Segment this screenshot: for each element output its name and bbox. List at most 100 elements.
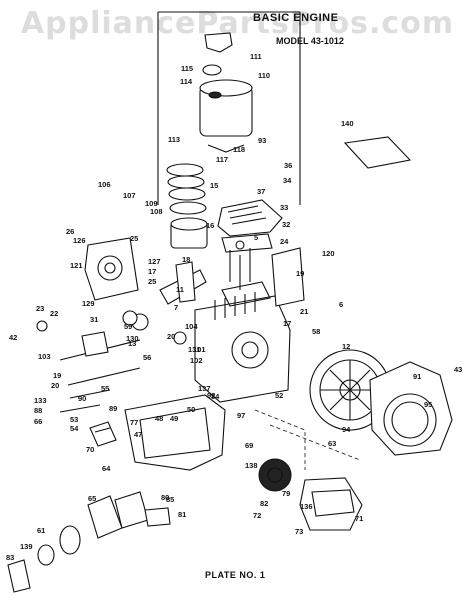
callout-20: 20	[51, 381, 59, 390]
callout-110: 110	[258, 71, 270, 80]
callout-31: 31	[90, 315, 98, 324]
callout-63: 63	[328, 439, 336, 448]
callout-70: 70	[86, 445, 94, 454]
valve-train	[229, 240, 251, 290]
callout-13: 13	[128, 339, 136, 348]
callout-36: 36	[284, 161, 292, 170]
callout-111: 111	[250, 52, 262, 61]
callout-108: 108	[150, 207, 163, 216]
callout-6: 6	[339, 300, 343, 309]
callout-133: 133	[34, 396, 47, 405]
callout-56: 56	[143, 353, 151, 362]
breather-bracket	[271, 247, 305, 307]
callout-107: 107	[123, 191, 136, 200]
callout-21: 21	[300, 307, 308, 316]
callout-58: 58	[312, 327, 320, 336]
callout-66: 66	[34, 417, 42, 426]
callout-91: 91	[413, 372, 421, 381]
callout-65: 65	[88, 494, 96, 503]
callout-52: 52	[275, 391, 283, 400]
callout-137: 137	[198, 384, 211, 393]
callout-115: 115	[181, 64, 193, 73]
callout-103: 103	[38, 352, 51, 361]
callout-47: 47	[134, 430, 142, 439]
callout-127: 127	[148, 257, 161, 266]
callout-24: 24	[280, 237, 289, 246]
callout-5: 5	[254, 233, 258, 242]
callout-18: 18	[182, 255, 190, 264]
plate-label: PLATE NO. 1	[205, 570, 266, 580]
starter-cup	[258, 458, 292, 492]
callout-22: 22	[50, 309, 58, 318]
callout-120: 120	[322, 249, 335, 258]
callout-121: 121	[70, 261, 83, 270]
model-number: MODEL 43-1012	[276, 36, 344, 46]
callout-15: 15	[210, 181, 218, 190]
callout-93: 93	[258, 136, 266, 145]
callout-7: 7	[174, 303, 178, 312]
callout-79: 79	[282, 489, 290, 498]
callout-25: 25	[130, 234, 138, 243]
callout-102: 102	[190, 356, 203, 365]
callout-140: 140	[341, 119, 354, 128]
callout-48: 48	[155, 414, 163, 423]
callout-16: 16	[206, 221, 214, 230]
callout-61: 61	[37, 526, 45, 535]
callout-81: 81	[178, 510, 186, 519]
callout-88: 88	[34, 406, 42, 415]
callout-64: 64	[102, 464, 111, 473]
callout-17: 17	[283, 319, 291, 328]
callout-42: 42	[9, 333, 17, 342]
callout-54: 54	[70, 424, 79, 433]
crankcase-cover	[84, 237, 139, 301]
callout-126: 126	[73, 236, 86, 245]
callout-50: 50	[187, 405, 195, 414]
callout-59: 59	[124, 322, 132, 331]
engine-block	[194, 281, 291, 403]
air-cleaner-assembly	[199, 32, 253, 153]
callout-11: 11	[176, 285, 184, 294]
callout-17: 17	[148, 267, 156, 276]
blower-housing	[369, 361, 453, 456]
ignition-module	[89, 421, 117, 447]
base-gasket	[124, 394, 226, 471]
crankshaft	[159, 261, 207, 305]
callout-89: 89	[109, 404, 117, 413]
callout-80: 80	[161, 493, 169, 502]
callout-49: 49	[170, 414, 178, 423]
callout-90: 90	[78, 394, 86, 403]
callout-37: 37	[257, 187, 265, 196]
callout-82: 82	[260, 499, 268, 508]
reference-dash-lines	[254, 409, 361, 470]
callout-23: 23	[36, 304, 44, 313]
gasket-card	[343, 136, 412, 169]
muffler-assembly	[7, 491, 171, 593]
callout-109: 109	[145, 199, 158, 208]
callout-117: 117	[216, 155, 228, 164]
callout-104: 104	[185, 322, 198, 331]
callout-101: 101	[193, 345, 206, 354]
callout-83: 83	[6, 553, 14, 562]
callout-106: 106	[98, 180, 111, 189]
callout-131: 131	[188, 345, 201, 354]
callout-25: 25	[148, 277, 156, 286]
pulley-hub	[36, 310, 138, 357]
callout-55: 55	[101, 384, 109, 393]
callout-26: 26	[66, 227, 74, 236]
diagram-title: BASIC ENGINE	[253, 12, 339, 24]
callout-86: 86	[0, 0, 8, 2]
callout-71: 71	[355, 514, 363, 523]
callout-73: 73	[295, 527, 303, 536]
callout-113: 113	[168, 135, 180, 144]
callout-129: 129	[82, 299, 95, 308]
callout-34: 34	[283, 176, 292, 185]
callout-95: 95	[424, 400, 432, 409]
assembly-frame-lines	[157, 11, 301, 205]
callout-97: 97	[237, 411, 245, 420]
cylinder-head	[217, 199, 283, 253]
callout-114: 114	[180, 77, 193, 86]
callout-72: 72	[253, 511, 261, 520]
callout-77: 77	[130, 418, 138, 427]
callout-12: 12	[342, 342, 350, 351]
